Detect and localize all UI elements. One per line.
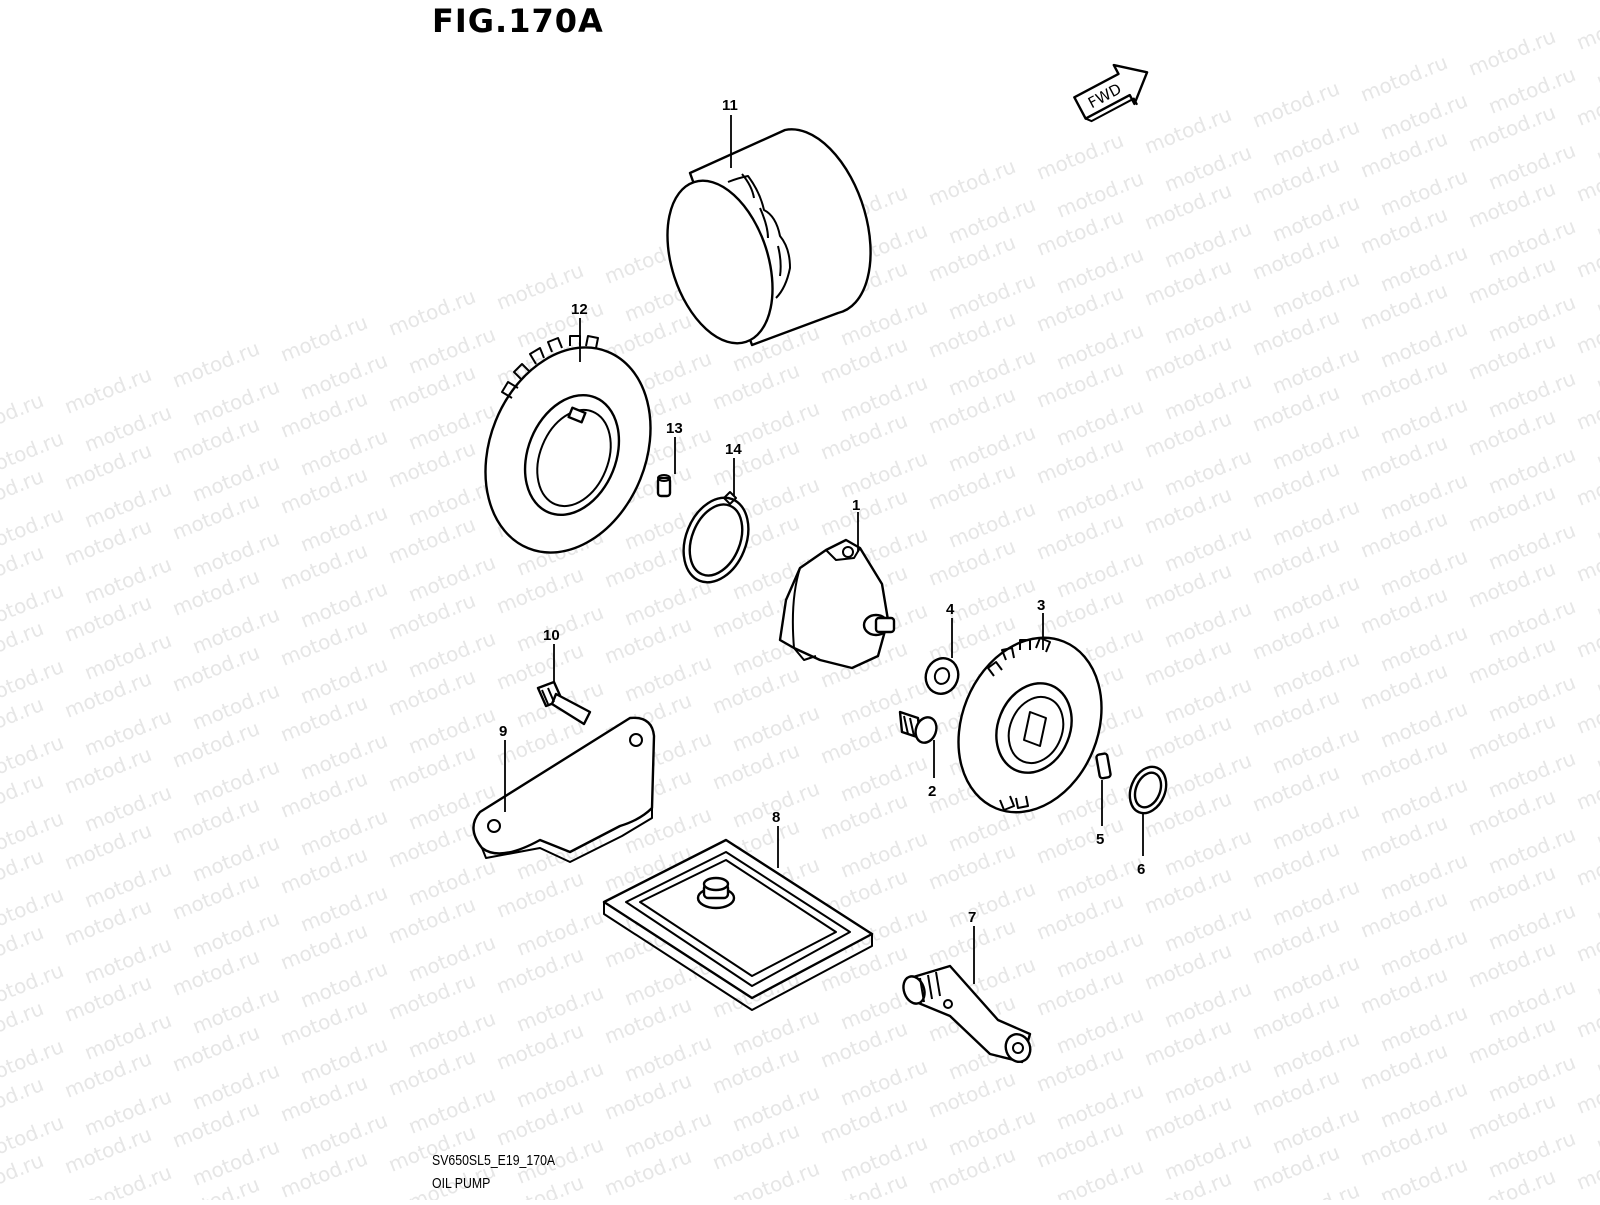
callout-14: 14: [725, 441, 742, 458]
callout-labels: 1 2 3 4 5 6 7 8 9 10 11 12 13 14: [499, 97, 1145, 926]
part-oil-filter: [666, 128, 872, 347]
part-pin: [656, 474, 672, 498]
part-oil-pump: [778, 538, 896, 670]
callout-2: 2: [928, 783, 936, 800]
callout-3: 3: [1037, 597, 1045, 614]
figure-title: FIG.170A: [432, 2, 604, 40]
part-circlip-small: [1128, 765, 1168, 815]
callout-5: 5: [1096, 831, 1104, 848]
callout-13: 13: [666, 420, 683, 437]
part-bolt: [536, 680, 592, 726]
part-pin-small: [1095, 752, 1112, 780]
figure-code: SV650SL5_E19_170A: [432, 1152, 556, 1169]
callout-10: 10: [543, 627, 560, 644]
part-circlip: [682, 491, 750, 584]
part-plate: [472, 716, 656, 863]
figure-name: OIL PUMP: [432, 1175, 491, 1192]
callout-11: 11: [722, 97, 738, 114]
part-pressure-switch: [902, 964, 1032, 1064]
part-screw: [898, 710, 938, 744]
callout-7: 7: [968, 909, 976, 926]
part-oil-strainer: [602, 838, 874, 1011]
callout-9: 9: [499, 723, 507, 740]
watermark-text: motod.ru: [1573, 0, 1600, 55]
callout-8: 8: [772, 809, 780, 826]
part-drive-gear: [484, 335, 652, 554]
callout-1: 1: [852, 497, 860, 514]
part-washer: [924, 657, 960, 695]
part-pump-gear: [957, 636, 1103, 814]
fwd-arrow-icon: FWD: [1073, 63, 1149, 123]
callout-12: 12: [571, 301, 588, 318]
leader-lines: [504, 115, 1144, 984]
callout-4: 4: [946, 601, 955, 618]
callout-6: 6: [1137, 861, 1145, 878]
